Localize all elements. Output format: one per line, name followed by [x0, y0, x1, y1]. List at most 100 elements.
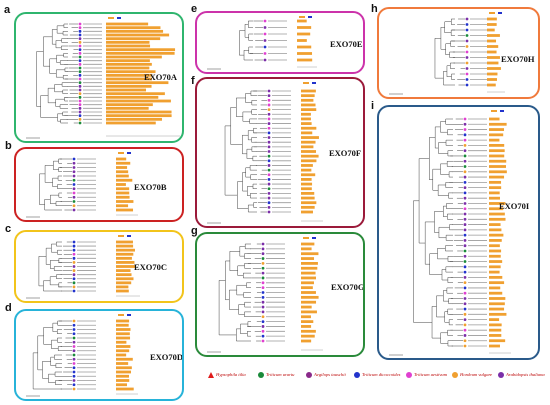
species-dot [267, 98, 271, 102]
species-dot [78, 70, 82, 74]
domain-bar [487, 39, 497, 43]
domain-bar [489, 270, 500, 274]
species-dot [72, 285, 76, 289]
domain-bar [116, 332, 130, 336]
domain-bar [301, 126, 317, 130]
domain-bar [116, 370, 131, 374]
species-dot [72, 370, 76, 374]
domain-bar [489, 159, 507, 163]
species-dot [72, 256, 76, 260]
domain-bar [489, 122, 507, 126]
species-dot [72, 187, 76, 191]
domain-bar [301, 242, 315, 246]
species-dot [267, 178, 271, 181]
domain-bar [301, 310, 317, 314]
domain-bar [301, 145, 314, 149]
species-dot [261, 300, 265, 304]
domain-key [303, 237, 309, 239]
domain-bar [489, 186, 502, 190]
panel-f: EXO70F [195, 77, 365, 228]
triangle-icon [208, 371, 214, 378]
domain-bar [116, 166, 128, 169]
domain-bar [489, 191, 500, 195]
panel-i: EXO70I [377, 105, 540, 360]
species-dot [463, 265, 467, 269]
species-dot [267, 131, 271, 135]
species-dot [72, 208, 76, 212]
species-dot [78, 84, 82, 88]
domain-bar [106, 99, 171, 103]
species-dot [78, 40, 82, 44]
domain-bar [106, 62, 152, 66]
domain-bar [116, 340, 127, 344]
domain-bar [106, 121, 156, 125]
species-dot [267, 154, 271, 158]
species-dot [463, 344, 467, 348]
species-dot [261, 291, 265, 294]
species-dot [78, 88, 82, 92]
domain-bar [116, 336, 131, 340]
panel-title-e: EXO70E [330, 39, 363, 49]
legend-label: Triticum dicoccoides [362, 372, 401, 377]
species-dot [78, 44, 82, 48]
species-dot [463, 233, 467, 237]
domain-bar [116, 178, 133, 182]
species-dot [72, 191, 76, 195]
domain-bar [487, 17, 497, 21]
species-dot [78, 66, 82, 70]
domain-bar [489, 254, 501, 258]
domain-bar [487, 56, 500, 59]
domain-bar [489, 149, 505, 153]
domain-bar [489, 312, 507, 316]
species-dot [72, 252, 76, 256]
domain-bar [116, 187, 130, 191]
species-dot [463, 291, 467, 295]
domain-bar [116, 319, 130, 323]
domain-bar [301, 329, 316, 333]
phylo-tree-b [26, 152, 138, 218]
panel-h: EXO70H [377, 7, 540, 99]
species-dot [72, 244, 76, 248]
domain-bar [301, 154, 319, 158]
domain-bar [489, 128, 505, 131]
domain-bar [106, 92, 165, 96]
species-dot [267, 136, 271, 139]
species-dot [463, 212, 467, 216]
species-dot [261, 257, 265, 260]
domain-key [491, 110, 497, 112]
domain-bar [116, 244, 134, 248]
panel-title-h: EXO70H [501, 54, 535, 64]
domain-bar [489, 334, 502, 337]
species-dot [261, 315, 265, 319]
species-dot [261, 281, 265, 285]
species-dot [72, 269, 76, 272]
domain-bar [487, 67, 501, 70]
panel-c: EXO70C [14, 230, 184, 303]
species-dot [72, 161, 76, 165]
species-dot [72, 383, 76, 387]
domain-bar [116, 349, 130, 353]
domain-key [303, 82, 309, 84]
species-dot [463, 323, 467, 327]
panel-g: EXO70G [195, 232, 365, 357]
domain-bar [489, 154, 505, 158]
panel-letter-g: g [191, 225, 198, 237]
panel-e: EXO70E [195, 11, 365, 74]
species-dot [263, 19, 267, 23]
domain-bar [116, 285, 129, 289]
domain-bar [116, 273, 132, 277]
panel-letter-d: d [5, 302, 12, 314]
domain-bar [301, 136, 319, 139]
legend-item: Hypsophila tilia [208, 370, 246, 380]
species-dot [463, 260, 467, 263]
domain-bar [116, 357, 133, 361]
domain-bar [106, 40, 150, 44]
domain-bar [297, 52, 313, 55]
domain-bar [489, 291, 503, 295]
domain-bar [116, 252, 134, 256]
domain-bar [116, 240, 133, 244]
domain-bar [489, 217, 506, 221]
species-dot [78, 114, 82, 118]
domain-bar [489, 170, 507, 174]
domain-bar [106, 37, 161, 41]
